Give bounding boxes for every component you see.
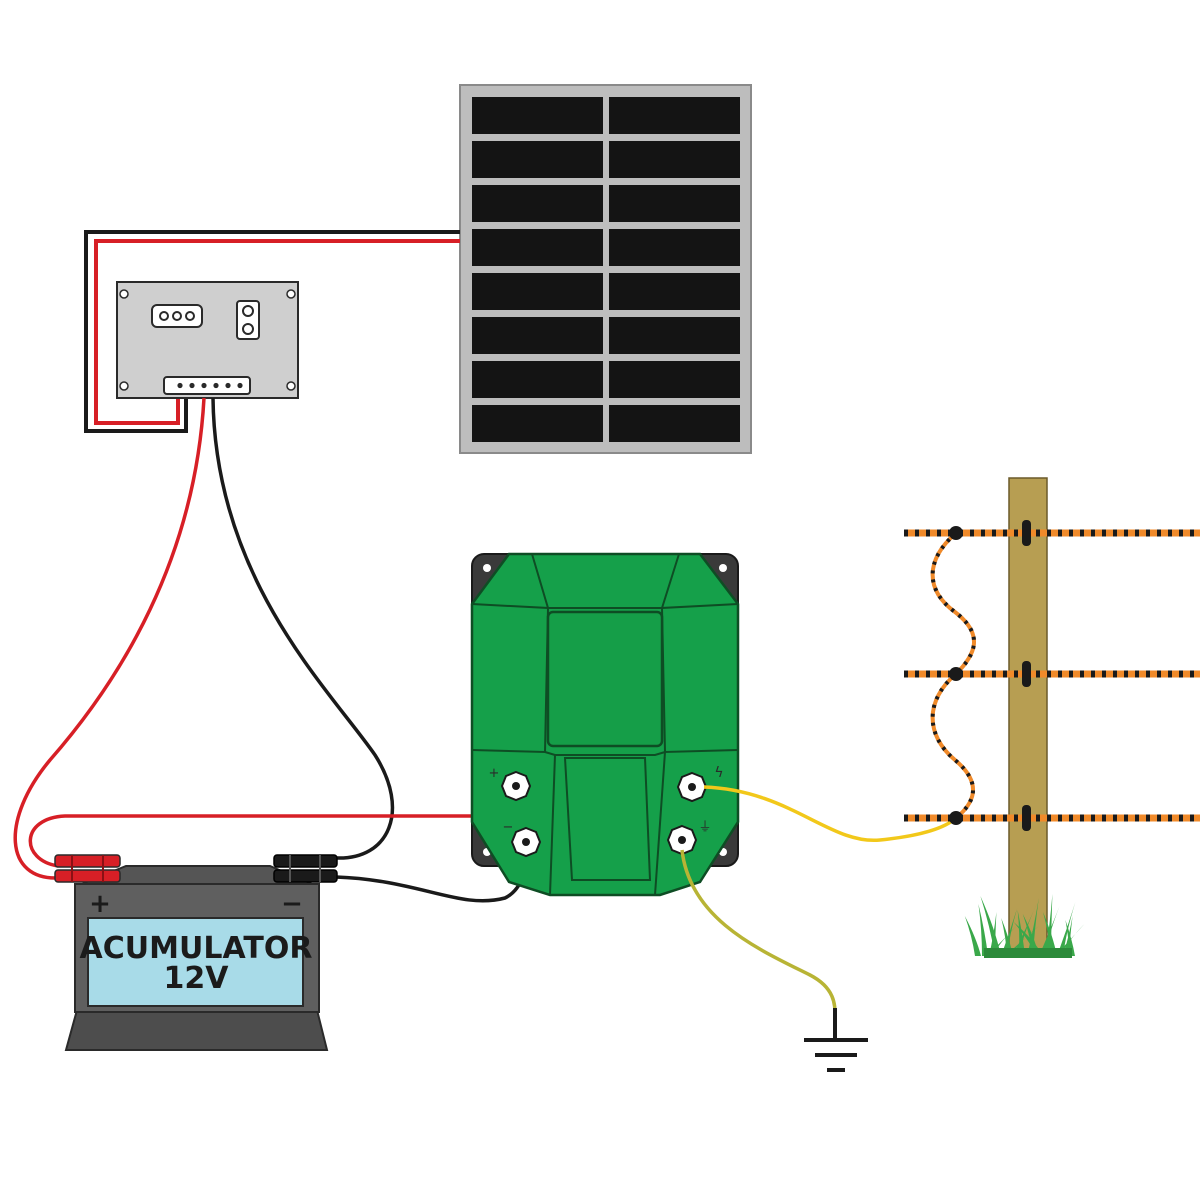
controller-positive-wire <box>13 397 206 880</box>
grass-base <box>984 948 1072 958</box>
solar-cell <box>609 317 740 354</box>
connector-dot <box>949 526 963 540</box>
solar-cell <box>472 273 603 310</box>
solar-cell <box>609 185 740 222</box>
energizer-ground-sign: ⏚ <box>698 820 711 835</box>
ground-wire <box>680 849 837 1016</box>
fence-post-icon <box>1008 477 1048 957</box>
fence-connectors <box>949 526 963 825</box>
solar-cell <box>472 97 603 134</box>
energizer-fence-terminal <box>676 771 708 803</box>
battery-base <box>64 1009 329 1051</box>
solar-cell <box>609 141 740 178</box>
fence-feed-wire <box>703 785 958 842</box>
screw-icon <box>719 564 727 572</box>
solar-cell <box>472 317 603 354</box>
battery-label-line2: 12V <box>164 961 230 996</box>
panel-positive-wire <box>94 239 460 425</box>
energizer-positive-terminal <box>500 770 532 802</box>
grass-blade <box>1043 912 1057 956</box>
battery-label-panel <box>87 917 304 1007</box>
controller-battery-wires <box>13 397 395 880</box>
grass-blade <box>964 916 981 956</box>
energizer-ground-terminal <box>666 824 698 856</box>
battery-label-line1: ACUMULATOR <box>80 931 313 966</box>
controller-negative-wire <box>211 397 395 860</box>
positive-clamp-icon <box>54 854 121 883</box>
negative-clamp-icon <box>273 854 338 883</box>
controller-terminal-block <box>163 376 251 395</box>
energizer-bottom-panel <box>563 757 652 881</box>
energizer-negative-terminal <box>510 826 542 858</box>
grass-icon <box>964 894 1085 958</box>
panel-controller-wires <box>84 230 460 433</box>
solar-cell <box>472 185 603 222</box>
solar-panel-icon <box>459 84 752 454</box>
grass-blade <box>1065 920 1075 956</box>
grass-blade <box>980 896 1001 956</box>
solar-cell <box>472 141 603 178</box>
energizer-minus-sign: − <box>503 820 514 835</box>
grass-blade <box>1055 924 1085 956</box>
solar-cells <box>472 97 740 442</box>
grass-blade <box>987 926 1017 956</box>
screw-icon <box>119 381 129 391</box>
energizer-icon: + − ϟ ⏚ <box>470 552 740 897</box>
earth-ground-icon <box>804 1008 868 1072</box>
grass-blade <box>978 904 988 956</box>
fence-post <box>1008 477 1048 957</box>
solar-cell <box>472 361 603 398</box>
solar-cell <box>609 405 740 442</box>
grass-blade <box>1017 910 1025 956</box>
controller-usb-port <box>236 300 260 340</box>
solar-cell <box>472 405 603 442</box>
controller-indicator-panel <box>151 304 203 328</box>
energizer-fence-sign: ϟ <box>714 765 723 781</box>
energizer-plus-sign: + <box>489 766 500 781</box>
energizer-display-window <box>546 610 664 748</box>
grass-blade <box>1013 922 1043 956</box>
battery-plus-sign: + <box>89 889 111 919</box>
energizer-left-facet <box>471 603 550 754</box>
insulator-icon <box>1022 805 1031 831</box>
solar-cell <box>609 361 740 398</box>
grass-blade <box>1005 926 1039 956</box>
fence-tapes <box>904 529 1200 822</box>
screw-icon <box>119 289 129 299</box>
energizer-top-facet <box>531 553 680 609</box>
screw-icon <box>286 289 296 299</box>
fence-insulators <box>1022 520 1031 831</box>
connector-dot <box>949 667 963 681</box>
solar-cell <box>472 229 603 266</box>
insulator-icon <box>1022 661 1031 687</box>
panel-negative-wire <box>84 230 460 433</box>
energizer-right-facet <box>660 603 739 754</box>
screw-icon <box>483 564 491 572</box>
energizer-lower-facet <box>544 750 667 896</box>
battery-minus-sign: − <box>281 889 303 919</box>
solar-cell <box>609 97 740 134</box>
battery-icon: ACUMULATOR 12V + − <box>54 854 338 1051</box>
connector-dot <box>949 811 963 825</box>
grass-blade <box>1001 918 1013 956</box>
insulator-icon <box>1022 520 1031 546</box>
solar-cell <box>609 273 740 310</box>
screw-icon <box>286 381 296 391</box>
solar-cell <box>609 229 740 266</box>
charge-controller-icon <box>116 281 299 399</box>
